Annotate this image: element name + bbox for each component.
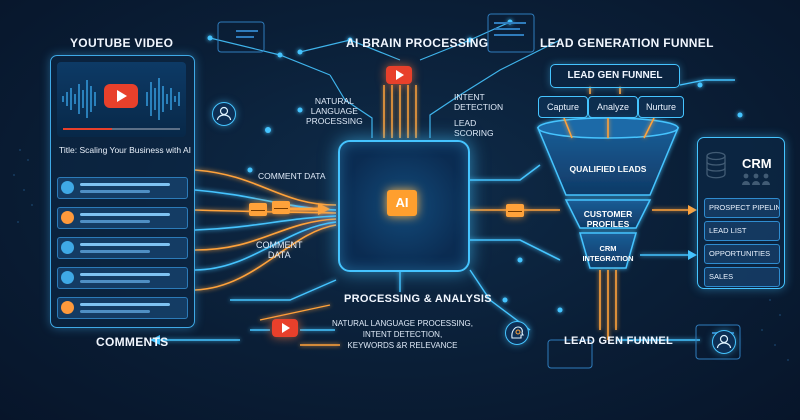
avatar bbox=[61, 301, 74, 314]
video-title: Title: Scaling Your Business with AI bbox=[59, 145, 191, 155]
intent-detection-label: INTENT DETECTION bbox=[454, 92, 504, 112]
email-icon bbox=[249, 203, 267, 216]
crm-item-opportunities[interactable]: OPPORTUNITIES bbox=[704, 244, 780, 264]
comment-item[interactable] bbox=[57, 267, 188, 289]
lead-gen-funnel-title: LEAD GEN FUNNEL bbox=[550, 64, 680, 88]
email-icon bbox=[272, 201, 290, 214]
users-icon bbox=[742, 174, 772, 186]
avatar bbox=[61, 241, 74, 254]
funnel-customer-profiles: CUSTOMER PROFILES bbox=[583, 209, 633, 229]
youtube-play-icon bbox=[386, 66, 412, 84]
avatar bbox=[61, 271, 74, 284]
crm-title: CRM bbox=[742, 156, 772, 171]
youtube-play-icon bbox=[272, 319, 298, 337]
video-progress-fill bbox=[63, 128, 113, 130]
lead-generation-heading: LEAD GENERATION FUNNEL bbox=[540, 36, 714, 50]
comment-data-label-lower: COMMENT DATA bbox=[256, 240, 303, 260]
database-icon bbox=[706, 152, 730, 180]
youtube-play-icon[interactable] bbox=[104, 84, 138, 108]
comment-item[interactable] bbox=[57, 177, 188, 199]
lead-gen-funnel-bottom-heading: LEAD GEN FUNNEL bbox=[564, 335, 673, 347]
comment-data-label: COMMENT DATA bbox=[258, 171, 326, 181]
comment-item[interactable] bbox=[57, 207, 188, 229]
video-progress-bar[interactable] bbox=[63, 128, 180, 130]
stage-nurture-button[interactable]: Nurture bbox=[638, 96, 684, 118]
lead-scoring-label: LEAD SCORING bbox=[454, 118, 494, 138]
youtube-video-heading: YOUTUBE VIDEO bbox=[70, 36, 174, 50]
user-icon bbox=[212, 102, 236, 126]
youtube-panel: Title: Scaling Your Business with AI bbox=[50, 55, 195, 328]
user-icon bbox=[712, 330, 736, 354]
avatar bbox=[61, 181, 74, 194]
ai-chip: AI bbox=[387, 190, 417, 216]
stage-capture-button[interactable]: Capture bbox=[538, 96, 588, 118]
comments-heading: COMMENTS bbox=[96, 335, 169, 349]
crm-item-prospect-pipeline[interactable]: PROSPECT PIPELINE bbox=[704, 198, 780, 218]
crm-item-sales[interactable]: SALES bbox=[704, 267, 780, 287]
funnel-qualified-leads: QUALIFIED LEADS bbox=[569, 164, 647, 174]
video-player[interactable] bbox=[57, 62, 186, 137]
funnel-crm-integration: CRM INTEGRATION bbox=[582, 244, 634, 263]
email-icon bbox=[506, 204, 524, 217]
crm-panel: CRM PROSPECT PIPELINE LEAD LIST OPPORTUN… bbox=[697, 137, 785, 289]
avatar bbox=[61, 211, 74, 224]
ai-brain-box: AI bbox=[338, 140, 470, 272]
processing-heading: PROCESSING & ANALYSIS bbox=[344, 293, 492, 305]
processing-description: NATURAL LANGUAGE PROCESSING, INTENT DETE… bbox=[332, 319, 473, 350]
comment-item[interactable] bbox=[57, 297, 188, 319]
comment-item[interactable] bbox=[57, 237, 188, 259]
ai-brain-heading: AI BRAIN PROCESSING bbox=[346, 36, 489, 50]
nlp-label: NATURAL LANGUAGE PROCESSING bbox=[306, 96, 363, 126]
audio-waveform bbox=[62, 78, 180, 120]
head-gear-icon bbox=[505, 321, 529, 345]
crm-item-lead-list[interactable]: LEAD LIST bbox=[704, 221, 780, 241]
stage-analyze-button[interactable]: Analyze bbox=[588, 96, 638, 118]
